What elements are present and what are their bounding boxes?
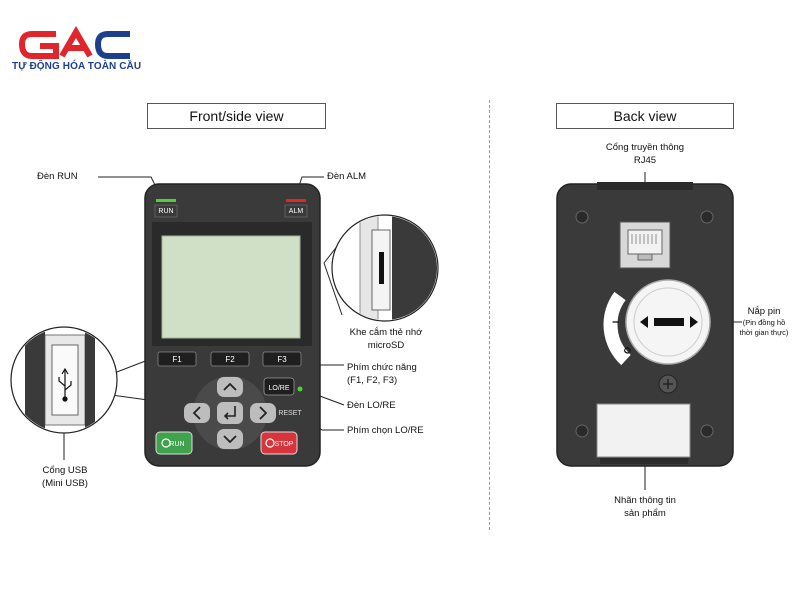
label-usb: Cổng USB (Mini USB) — [20, 464, 110, 490]
label-microsd-line1: Khe cắm thẻ nhớ — [349, 327, 423, 338]
label-rj45: Cổng truyền thông RJ45 — [590, 141, 700, 167]
back-view-title: Back view — [556, 103, 734, 129]
down-arrow-icon — [223, 435, 237, 444]
label-microsd-line2: microSD — [367, 340, 405, 351]
stop-button — [260, 431, 298, 455]
f2-key — [210, 351, 250, 367]
run-button — [155, 431, 193, 455]
f3-label: F3 — [277, 355, 287, 364]
label-battery-cover-title: Nắp pin — [747, 306, 781, 317]
label-nameplate: Nhãn thông tin sản phẩm — [595, 494, 695, 520]
label-alm-led: Đèn ALM — [327, 171, 367, 182]
lore-led — [297, 386, 303, 392]
screw-hole-tr — [700, 210, 714, 224]
up-key — [217, 377, 243, 397]
alm-led — [286, 199, 306, 202]
brand-tagline: TỰ ĐỘNG HÓA TOÀN CẦU — [12, 61, 142, 72]
label-battery-cover-sub2: thời gian thực) — [739, 328, 789, 337]
label-nameplate-line1: Nhãn thông tin — [614, 495, 676, 506]
lcd-screen — [161, 235, 301, 339]
f2-label: F2 — [225, 355, 235, 364]
usb-icon — [58, 367, 72, 402]
dial-mark-closed: I — [611, 321, 621, 324]
enter-icon — [223, 406, 236, 420]
f1-label: F1 — [172, 355, 182, 364]
nameplate-area — [596, 403, 691, 458]
run-led-text: RUN — [158, 208, 173, 215]
alm-led-text: ALM — [289, 208, 304, 215]
screw-hole-br — [700, 424, 714, 438]
label-battery-cover: Nắp pin (Pin đồng hồ thời gian thực) — [734, 305, 794, 338]
stop-button-text: STOP — [275, 441, 294, 448]
label-run-led: Đèn RUN — [37, 171, 78, 182]
front-view-title: Front/side view — [147, 103, 326, 129]
lore-key-text: LO/RE — [268, 385, 289, 392]
f1-key — [157, 351, 197, 367]
cover-slot — [654, 318, 684, 326]
run-button-text: RUN — [169, 441, 184, 448]
gac-logo — [18, 26, 130, 59]
screw-hole-tl — [575, 210, 589, 224]
label-func-keys-line1: Phím chức năng — [347, 362, 417, 373]
cover-right-triangle — [690, 316, 698, 328]
logo-g — [18, 31, 59, 59]
label-rj45-line2: RJ45 — [633, 155, 657, 166]
cover-left-triangle — [640, 316, 648, 328]
enter-key — [217, 402, 243, 424]
view-divider — [489, 100, 490, 530]
dial-arc-mark — [603, 291, 631, 366]
label-nameplate-line2: sản phẩm — [624, 508, 666, 519]
label-rj45-line1: Cổng truyền thông — [605, 142, 685, 153]
right-key — [250, 403, 276, 423]
label-usb-line2: (Mini USB) — [42, 478, 88, 489]
left-arrow-icon — [192, 406, 201, 420]
up-arrow-icon — [223, 382, 237, 391]
lore-key — [263, 377, 295, 396]
left-key — [184, 403, 210, 423]
label-usb-line1: Cổng USB — [42, 465, 88, 476]
label-microsd: Khe cắm thẻ nhớ microSD — [336, 326, 436, 352]
right-arrow-icon — [259, 406, 268, 420]
logo-c — [94, 31, 130, 59]
screw-hole-bl — [575, 424, 589, 438]
run-led — [156, 199, 176, 202]
reset-text: RESET — [278, 410, 302, 417]
microsd-slot — [379, 252, 384, 284]
logo-a — [59, 26, 93, 58]
dial-mark-open: O — [621, 345, 633, 356]
label-lore-led: Đèn LO/RE — [347, 400, 396, 411]
f3-key — [262, 351, 302, 367]
label-battery-cover-sub1: (Pin đồng hồ — [742, 318, 786, 327]
leader-microsd-b — [323, 262, 343, 316]
down-key — [217, 429, 243, 449]
label-func-keys-line2: (F1, F2, F3) — [347, 375, 398, 386]
label-func-keys: Phím chức năng (F1, F2, F3) — [347, 361, 417, 387]
label-lore-key: Phím chọn LO/RE — [347, 425, 424, 436]
